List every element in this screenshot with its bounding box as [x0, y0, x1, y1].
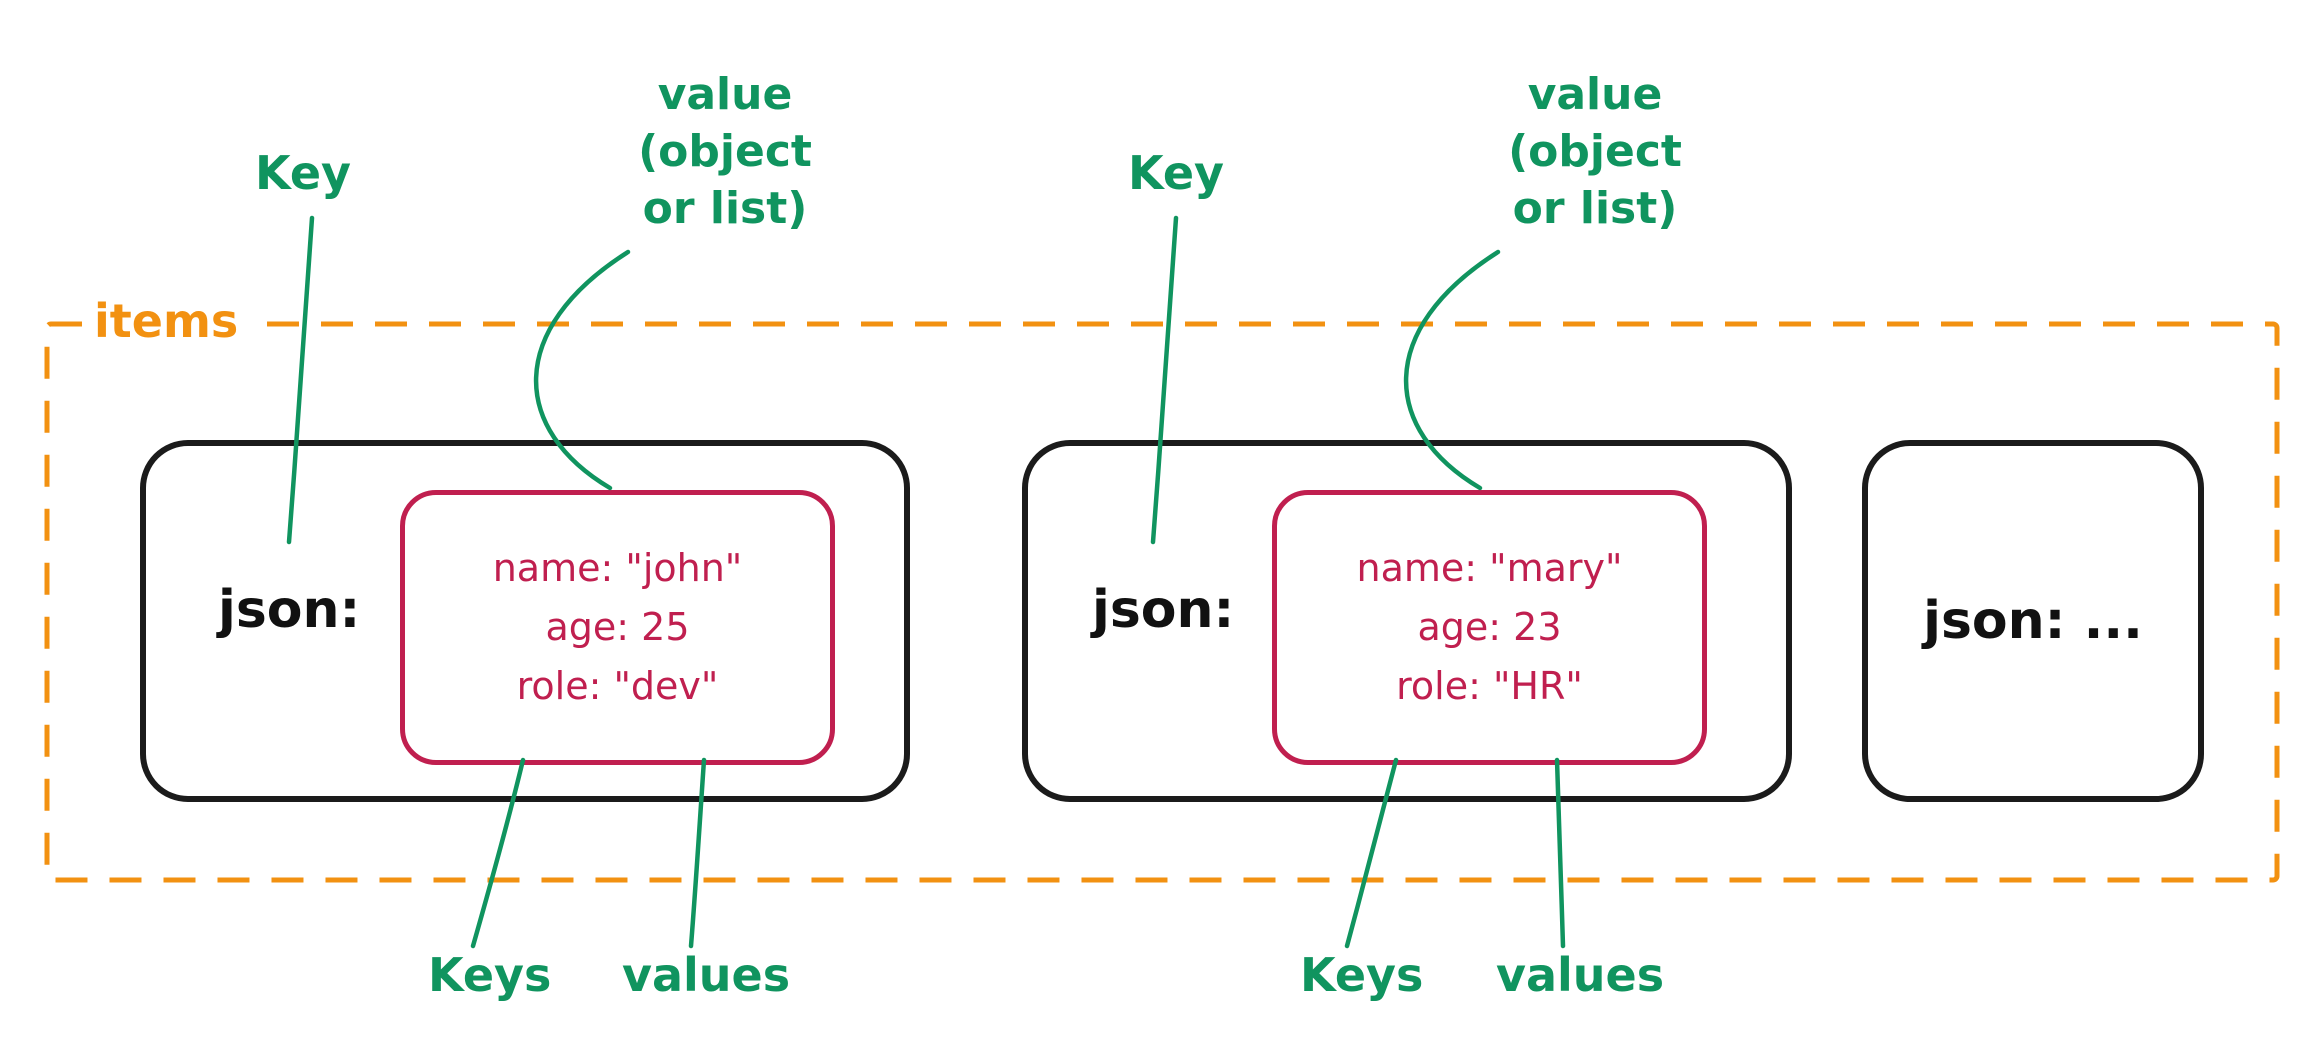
- value-annotation-2: value (object or list): [1508, 69, 1682, 235]
- field-role-2: role: "HR": [1396, 663, 1583, 708]
- field-role-1: role: "dev": [516, 663, 719, 708]
- key-annotation-1: Key: [255, 146, 352, 200]
- values-annotation-1: values: [622, 948, 791, 1002]
- nested-object-box-1: name: "john" age: 25 role: "dev": [400, 490, 835, 765]
- key-annotation-2: Key: [1128, 146, 1225, 200]
- field-age-2: age: 23: [1417, 605, 1562, 650]
- field-name-2: name: "mary": [1356, 546, 1623, 591]
- nested-object-box-2: name: "mary" age: 23 role: "HR": [1272, 490, 1707, 765]
- field-name-1: name: "john": [492, 546, 743, 591]
- keys-annotation-1: Keys: [428, 948, 552, 1002]
- keys-annotation-2: Keys: [1300, 948, 1424, 1002]
- values-annotation-2: values: [1496, 948, 1665, 1002]
- record-box-3: json: ...: [1862, 440, 2204, 802]
- value-annotation-1: value (object or list): [638, 69, 812, 235]
- json-key-label-2: json:: [1092, 580, 1235, 640]
- field-age-1: age: 25: [545, 605, 690, 650]
- json-key-label-3: json: ...: [1923, 591, 2143, 651]
- json-key-label-1: json:: [218, 580, 361, 640]
- items-container-label: items: [82, 294, 251, 348]
